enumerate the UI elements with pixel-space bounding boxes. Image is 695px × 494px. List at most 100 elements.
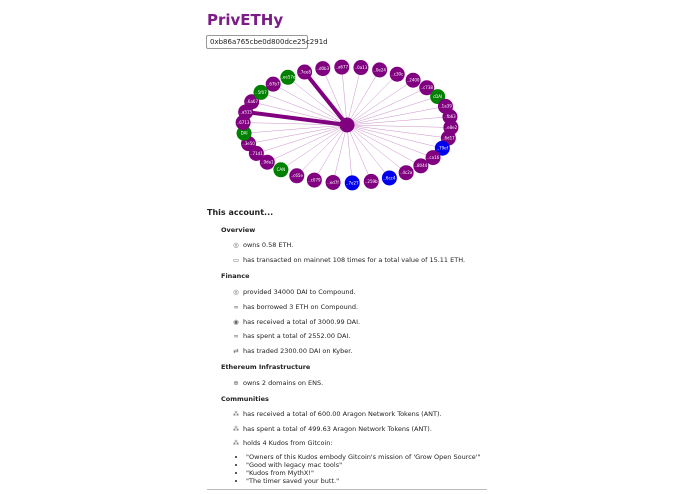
graph-node[interactable]: ..4c2a	[398, 165, 414, 181]
graph-node-label: ..ee57e	[280, 75, 296, 80]
graph-link	[322, 68, 348, 126]
graph-node-label: ..9da1	[261, 160, 274, 165]
item-text: has spent a total of 499.63 Aragon Netwo…	[243, 425, 432, 433]
item-text: holds 4 Kudos from Gitcoin:	[243, 439, 333, 447]
graph-node-circle[interactable]	[253, 84, 269, 100]
graph-node-label: ..6713	[237, 120, 250, 125]
page-title: PrivETHy	[207, 11, 284, 29]
graph-node[interactable]: ..0e24	[372, 62, 388, 78]
graph-node-circle[interactable]	[381, 170, 397, 186]
address-input[interactable]: 0xb86a765cbe0d800dce25c291d	[206, 35, 328, 49]
graph-node-circle[interactable]	[259, 154, 275, 170]
transaction-graph[interactable]: ..a515 ..6a67..5f07..67b7..ee57e..7ee8..d…	[220, 54, 460, 200]
graph-link	[346, 106, 446, 126]
graph-node[interactable]: ..ca16	[425, 150, 441, 166]
kudos-item: "Kudos from MythX!"	[246, 469, 481, 477]
item-text: owns 0.58 ETH.	[243, 241, 294, 249]
graph-node-circle[interactable]	[363, 173, 379, 189]
graph-node-circle[interactable]	[334, 59, 350, 75]
graph-node[interactable]: ..67b7	[265, 76, 281, 92]
graph-node-circle[interactable]	[419, 80, 435, 96]
graph-node[interactable]: ..7ee8	[297, 64, 313, 80]
graph-node-label: ..8044	[414, 163, 427, 168]
graph-link	[287, 77, 348, 126]
graph-node[interactable]: ..6713	[235, 115, 251, 131]
graph-node[interactable]: ..79ef	[434, 140, 450, 156]
graph-node[interactable]: ..2400	[405, 72, 421, 88]
graph-node-circle[interactable]	[306, 172, 322, 188]
graph-link	[346, 124, 390, 179]
graph-node[interactable]: ..a677	[334, 59, 350, 75]
receipt-icon: ▭	[232, 256, 240, 264]
graph-link	[256, 124, 348, 154]
graph-node-circle[interactable]	[425, 150, 441, 166]
graph-node[interactable]: ..0a13	[353, 60, 369, 76]
graph-node[interactable]: ..d0b3	[315, 61, 331, 77]
graph-node[interactable]: ..259b	[363, 173, 379, 189]
account-center-node[interactable]	[339, 117, 355, 133]
graph-node-circle[interactable]	[398, 165, 414, 181]
graph-node-circle[interactable]	[280, 69, 296, 85]
item-ens-domains: ⊕ owns 2 domains on ENS.	[232, 379, 323, 387]
graph-node-label: ..c30c	[391, 72, 403, 77]
kudos-item: "Owners of this Kudos embody Gitcoin's m…	[246, 453, 481, 461]
graph-node-label: ..a515	[239, 109, 252, 114]
graph-node[interactable]: ..ee57e	[280, 69, 296, 85]
graph-svg: ..a515 ..6a67..5f07..67b7..ee57e..7ee8..d…	[235, 59, 459, 191]
graph-node-circle[interactable]	[344, 175, 360, 191]
graph-link	[273, 83, 348, 126]
graph-node-circle[interactable]	[353, 60, 369, 76]
graph-node-circle[interactable]	[413, 158, 429, 174]
graph-node[interactable]: ..ed7f	[325, 174, 341, 190]
graph-link	[314, 124, 348, 181]
graph-node-label: ..3e50	[242, 141, 255, 146]
graph-node-circle[interactable]	[325, 174, 341, 190]
graph-link	[346, 124, 434, 158]
graph-node-label: ..4c2a	[400, 170, 413, 175]
graph-node-label: ..a677	[335, 64, 348, 69]
graph-node[interactable]: ..9da1	[259, 154, 275, 170]
graph-node-label: ..c738	[421, 85, 434, 90]
item-text: has borrowed 3 ETH on Compound.	[243, 303, 359, 311]
handshake-icon: ∞	[233, 303, 239, 311]
item-text: has spent a total of 2552.00 DAI.	[243, 332, 351, 340]
item-owns-eth: ◎ owns 0.58 ETH.	[232, 241, 293, 249]
graph-node[interactable]: ..6cc4	[381, 170, 397, 186]
graph-node-circle[interactable]	[289, 168, 305, 184]
item-kudos: ⁂ holds 4 Kudos from Gitcoin:	[232, 439, 333, 447]
section-finance: Finance	[221, 272, 250, 280]
graph-node-circle[interactable]	[273, 162, 289, 178]
money-icon: ◉	[233, 318, 239, 326]
graph-node-circle[interactable]	[372, 62, 388, 78]
graph-node-circle[interactable]	[265, 76, 281, 92]
graph-node-circle[interactable]	[389, 66, 405, 82]
graph-node[interactable]: ..8044	[413, 158, 429, 174]
graph-node-label: CAN	[277, 167, 286, 172]
graph-node-circle[interactable]	[405, 72, 421, 88]
item-spent-dai: ∞ has spent a total of 2552.00 DAI.	[232, 332, 350, 340]
item-text: provided 34000 DAI to Compound.	[243, 288, 356, 296]
graph-node-circle[interactable]	[315, 61, 331, 77]
graph-node[interactable]: ..5f07	[253, 84, 269, 100]
graph-node[interactable]: ..c30c	[389, 66, 405, 82]
graph-link	[346, 124, 421, 167]
graph-link	[346, 124, 372, 182]
graph-node-circle[interactable]	[297, 64, 313, 80]
graph-node[interactable]: ..c079	[306, 172, 322, 188]
graph-link	[346, 74, 398, 126]
graph-node[interactable]: ..c738	[419, 80, 435, 96]
graph-node-circle[interactable]	[244, 94, 260, 110]
graph-link	[346, 124, 353, 183]
graph-node-circle[interactable]	[434, 140, 450, 156]
graph-node-label: ..0e24	[373, 67, 386, 72]
graph-node-label: ..6a67	[245, 99, 258, 104]
graph-node-circle[interactable]	[235, 115, 251, 131]
item-received-dai: ◉ has received a total of 3000.99 DAI.	[232, 318, 360, 326]
graph-node-label: ..7e27	[346, 180, 359, 185]
graph-node[interactable]: ..6a67	[244, 94, 260, 110]
graph-node-label: ..67b7	[267, 82, 280, 87]
graph-node[interactable]: ..7e27	[344, 175, 360, 191]
graph-node[interactable]: CAN	[273, 162, 289, 178]
community-icon: ⁂	[232, 439, 240, 447]
graph-node[interactable]: ..c65e	[289, 168, 305, 184]
